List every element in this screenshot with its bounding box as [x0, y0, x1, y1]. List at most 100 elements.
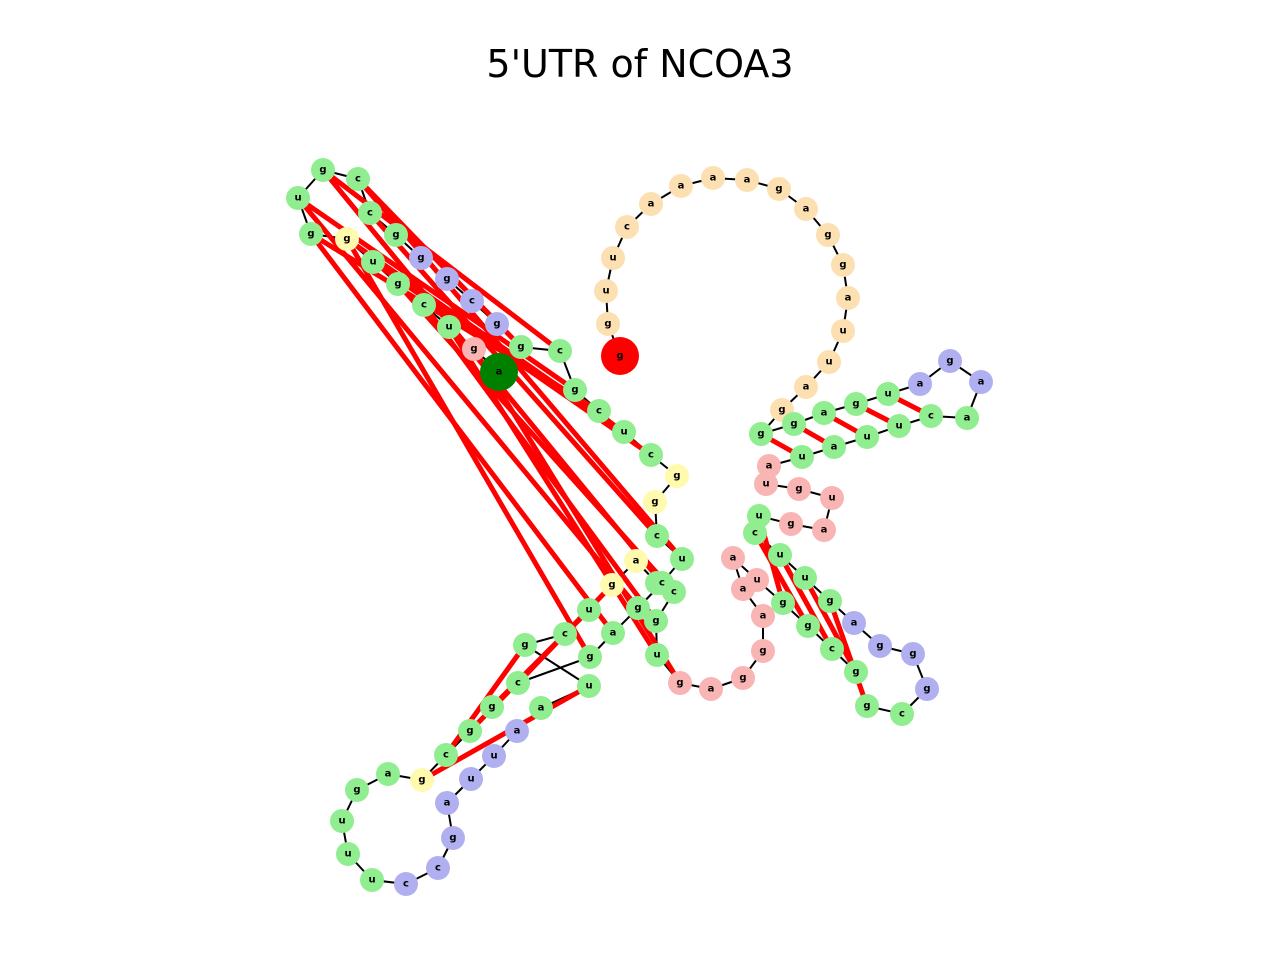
nucleotide-label: c [659, 578, 665, 589]
nucleotide-label: g [571, 385, 578, 396]
nucleotide: c [548, 339, 572, 363]
diagram-title: 5'UTR of NCOA3 [486, 42, 794, 86]
nucleotide: c [890, 702, 914, 726]
nucleotide-label: a [851, 618, 858, 629]
nucleotide: g [600, 573, 624, 597]
nucleotide: a [699, 677, 723, 701]
backbone-link [524, 644, 590, 687]
nucleotide-circle [794, 197, 818, 221]
nucleotide: a [955, 406, 979, 430]
nucleotide: g [441, 826, 465, 850]
nucleotide: u [855, 425, 879, 449]
nucleotide-label: c [443, 750, 449, 761]
nucleotide: u [361, 250, 385, 274]
nucleotide-label: g [824, 230, 831, 241]
nucleotide-circle [908, 372, 932, 396]
nucleotide: g [796, 614, 820, 638]
nucleotide-circle [458, 719, 482, 743]
nucleotide: g [386, 272, 410, 296]
nucleotide: g [578, 645, 602, 669]
nucleotide: a [735, 168, 759, 192]
nucleotide-label: u [828, 493, 835, 504]
nucleotide-label: u [753, 575, 760, 586]
backbone-link [517, 656, 591, 684]
nucleotide-circle [749, 422, 773, 446]
nucleotide: u [768, 543, 792, 567]
nucleotide-circle [626, 596, 650, 620]
nucleotide: a [624, 549, 648, 573]
nucleotide-label: u [344, 849, 351, 860]
nucleotide: g [626, 596, 650, 620]
nucleotide-label: g [863, 701, 870, 712]
nucleotide-circle [434, 743, 458, 767]
nucleotide-label: u [776, 550, 783, 561]
nucleotide-label: g [778, 405, 785, 416]
nucleotide-label: c [752, 528, 758, 539]
nucleotide-label: g [852, 667, 859, 678]
nucleotide-label: g [493, 319, 500, 330]
nucleotide: a [812, 518, 836, 542]
nucleotide-label: g [946, 356, 953, 367]
nucleotide-circle [358, 201, 382, 225]
nucleotide-circle [836, 286, 860, 310]
base-pair-bond [827, 600, 870, 707]
nucleotide-label: u [884, 389, 891, 400]
nucleotide-circle [578, 645, 602, 669]
nucleotide-label: c [562, 629, 568, 640]
nucleotide-circle [790, 445, 814, 469]
nucleotide-label: g [616, 351, 623, 362]
nucleotide-label: g [307, 229, 314, 240]
nucleotide: a [529, 696, 553, 720]
nucleotide-circle [485, 312, 509, 336]
nucleotide-circle [577, 598, 601, 622]
nucleotide-circle [435, 267, 459, 291]
nucleotide: g [335, 227, 359, 251]
nucleotide: u [594, 279, 618, 303]
nucleotide-label: u [825, 357, 832, 368]
nucleotide-label: u [294, 193, 301, 204]
nucleotide-circle [335, 227, 359, 251]
nucleotide-label: a [538, 703, 545, 714]
nucleotide: u [577, 674, 601, 698]
nucleotide-label: g [470, 344, 477, 355]
nucleotide-label: g [804, 621, 811, 632]
nucleotide-circle [816, 223, 840, 247]
nucleotide: u [790, 445, 814, 469]
nucleotide-circle [435, 791, 459, 815]
nucleotide-circle [587, 399, 611, 423]
nucleotide-circle [793, 566, 817, 590]
nucleotide-label: u [678, 554, 685, 565]
nucleotide: u [820, 486, 844, 510]
nucleotide-circle [360, 868, 384, 892]
nucleotide-circle [876, 382, 900, 406]
nucleotide-label: u [585, 605, 592, 616]
nucleotide-circle [600, 573, 624, 597]
nucleotide: a [908, 372, 932, 396]
nucleotide-circle [890, 702, 914, 726]
nucleotide-circle [644, 609, 668, 633]
nucleotide-circle [768, 543, 792, 567]
nucleotide-circle [735, 168, 759, 192]
nucleotide-label: u [490, 751, 497, 762]
nucleotide-circle [361, 250, 385, 274]
nucleotide-circle [782, 412, 806, 436]
nucleotide-label: g [319, 165, 326, 176]
nucleotide-label: g [608, 580, 615, 591]
nucleotide: a [435, 791, 459, 815]
nucleotide-label: g [759, 646, 766, 657]
nucleotide-circle [818, 589, 842, 613]
nucleotide-label: g [651, 497, 658, 508]
nucleotide-circle [844, 392, 868, 416]
nucleotide-label: c [557, 346, 563, 357]
nucleotide: g [480, 695, 504, 719]
nucleotide-label: g [909, 649, 916, 660]
nucleotide: a [836, 286, 860, 310]
five-prime-nucleotide: g [601, 337, 639, 375]
nucleotide-circle [868, 634, 892, 658]
nucleotide: g [855, 694, 879, 718]
nucleotide-label: u [839, 326, 846, 337]
nucleotide: a [721, 546, 745, 570]
nucleotide-circle [615, 215, 639, 239]
nucleotide: u [601, 246, 625, 270]
